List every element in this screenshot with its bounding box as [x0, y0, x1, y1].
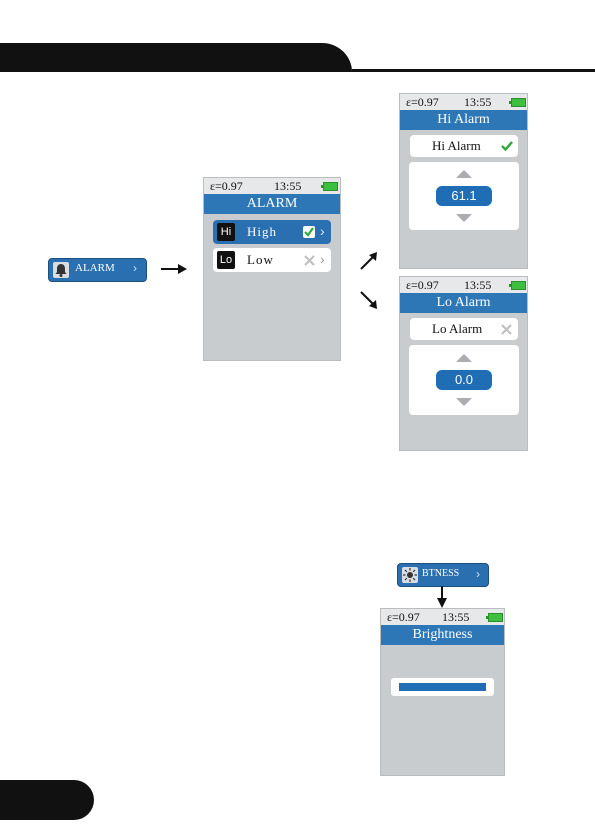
sun-icon — [402, 567, 418, 583]
alarm-menu-button[interactable]: ALARM › — [48, 258, 147, 282]
status-bar: ε=0.97 13:55 — [400, 277, 527, 293]
hi-alarm-toggle[interactable]: Hi Alarm — [410, 135, 518, 157]
chevron-right-icon: › — [320, 223, 325, 239]
chevron-right-icon: › — [320, 251, 325, 267]
brightness-menu-button[interactable]: BTNESS › — [397, 563, 489, 587]
emissivity-readout: ε=0.97 — [406, 95, 439, 109]
lo-alarm-toggle[interactable]: Lo Alarm — [410, 318, 518, 340]
battery-icon — [321, 182, 338, 191]
status-bar: ε=0.97 13:55 — [381, 609, 504, 625]
hi-badge: Hi — [217, 223, 235, 241]
value-panel: 0.0 — [409, 345, 519, 415]
arrow-up-right-icon — [360, 252, 377, 270]
chevron-right-icon: › — [133, 261, 137, 275]
clock: 13:55 — [464, 95, 492, 109]
decrease-arrow-icon[interactable] — [456, 214, 472, 222]
clock: 13:55 — [274, 179, 302, 193]
battery-icon — [486, 613, 503, 622]
toggle-label: Lo Alarm — [432, 321, 483, 336]
toggle-label: Hi Alarm — [432, 138, 481, 153]
increase-arrow-icon[interactable] — [456, 170, 472, 178]
alarm-menu-label: ALARM — [75, 262, 115, 274]
screen-title: ALARM — [204, 194, 340, 214]
alarm-item-label: High — [247, 224, 277, 239]
status-bar: ε=0.97 13:55 — [204, 178, 340, 194]
clock: 13:55 — [464, 278, 492, 292]
brightness-screen: ε=0.97 13:55 Brightness — [380, 608, 505, 776]
battery-icon — [509, 98, 526, 107]
hi-alarm-screen: ε=0.97 13:55 Hi Alarm Hi Alarm 61.1 — [399, 93, 528, 269]
lo-alarm-value[interactable]: 0.0 — [436, 370, 492, 390]
increase-arrow-icon[interactable] — [456, 354, 472, 362]
brightness-slider[interactable] — [391, 678, 494, 696]
screen-title: Hi Alarm — [400, 110, 527, 130]
cross-icon — [304, 254, 315, 270]
alarm-item-high[interactable]: Hi High › — [213, 220, 331, 244]
screen-title: Lo Alarm — [400, 293, 527, 313]
emissivity-readout: ε=0.97 — [210, 179, 243, 193]
value-panel: 61.1 — [409, 162, 519, 230]
chevron-right-icon: › — [476, 567, 480, 581]
alarm-item-label: Low — [247, 252, 274, 267]
lo-badge: Lo — [217, 251, 235, 269]
screen-title: Brightness — [381, 625, 504, 645]
arrow-down-right-icon — [360, 291, 377, 309]
emissivity-readout: ε=0.97 — [387, 610, 420, 624]
arrow-down-icon — [437, 586, 447, 608]
check-icon — [501, 140, 513, 156]
alarm-item-low[interactable]: Lo Low › — [213, 248, 331, 272]
page-tab — [0, 780, 94, 820]
header-rule — [352, 69, 595, 72]
status-bar: ε=0.97 13:55 — [400, 94, 527, 110]
brightness-level-bar — [399, 683, 486, 691]
clock: 13:55 — [442, 610, 470, 624]
hi-alarm-value[interactable]: 61.1 — [436, 186, 492, 206]
alarm-bell-icon — [53, 262, 69, 278]
brightness-menu-label: BTNESS — [422, 568, 460, 579]
decrease-arrow-icon[interactable] — [456, 398, 472, 406]
battery-icon — [509, 281, 526, 290]
header-banner — [0, 43, 352, 72]
alarm-screen: ε=0.97 13:55 ALARM Hi High › Lo Low › — [203, 177, 341, 361]
cross-icon — [501, 323, 512, 339]
arrow-right-icon — [161, 264, 187, 274]
checkbox-checked-icon — [303, 226, 315, 238]
lo-alarm-screen: ε=0.97 13:55 Lo Alarm Lo Alarm 0.0 — [399, 276, 528, 451]
emissivity-readout: ε=0.97 — [406, 278, 439, 292]
